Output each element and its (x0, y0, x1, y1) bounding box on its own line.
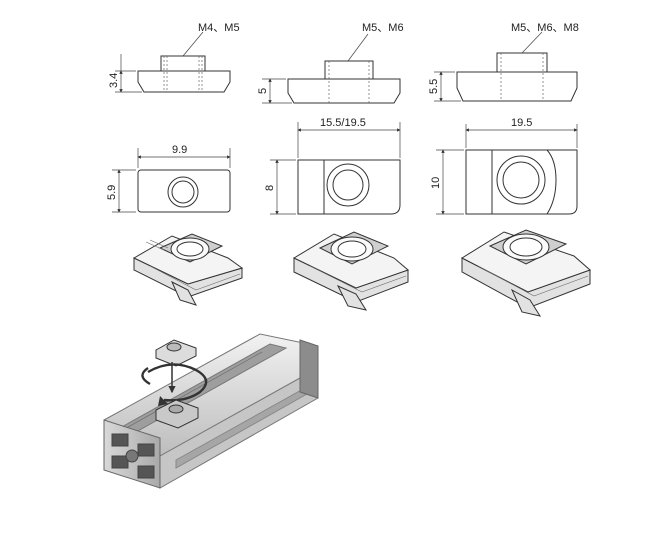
nut-3-side-view: 5.5 M5、M6、M8 (428, 22, 579, 102)
nut-2-thread-label: M5、M6 (362, 22, 404, 34)
nut-1-depth-label: 5.9 (106, 185, 118, 200)
nut-1-height-label: 3.4 (108, 73, 120, 88)
nut-3-depth-label: 10 (430, 177, 442, 189)
nut-1-side-view: 3.4 M4、M5 (108, 22, 240, 93)
nut-3-top-view: 19.5 10 (430, 117, 578, 215)
nut-1-thread-label: M4、M5 (198, 22, 240, 34)
nut-2-height-label: 5 (257, 88, 269, 94)
nut-2-width-label: 15.5/19.5 (320, 117, 366, 129)
nut-insertion-illustration (141, 339, 208, 429)
nut-3-width-label: 19.5 (511, 117, 532, 129)
nut-3-height-label: 5.5 (428, 79, 440, 94)
nut-2-depth-label: 8 (264, 185, 276, 191)
nut-3-thread-label: M5、M6、M8 (511, 22, 579, 34)
nut-1-top-view: 9.9 5.9 (106, 144, 231, 213)
nut-2-isometric-view (292, 231, 409, 311)
nut-2-side-view: 5 M5、M6 (257, 22, 404, 104)
nut-3-isometric-view (460, 229, 591, 317)
nut-2-top-view: 15.5/19.5 8 (264, 117, 401, 215)
nut-1-width-label: 9.9 (172, 144, 187, 156)
aluminium-profile-illustration (103, 333, 319, 489)
nut-1-isometric-view (132, 233, 244, 306)
